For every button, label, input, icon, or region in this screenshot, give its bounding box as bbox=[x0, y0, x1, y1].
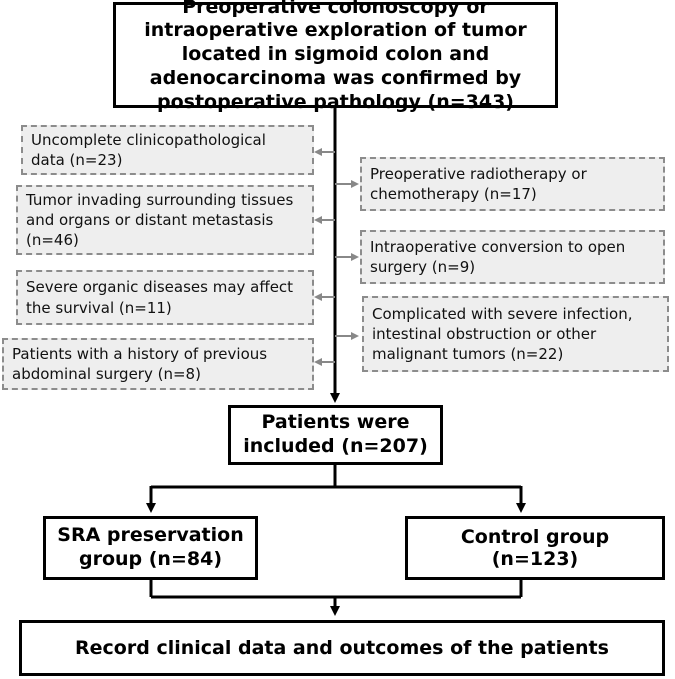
exclusion-box-left-2: Tumor invading surrounding tissues and o… bbox=[16, 185, 314, 255]
exclusion-box-right-1: Preoperative radiotherapy or chemotherap… bbox=[360, 157, 665, 211]
sra-group-text: SRA preservation group (n=84) bbox=[57, 524, 244, 570]
record-box: Record clinical data and outcomes of the… bbox=[19, 620, 665, 676]
exclusion-box-left-1: Uncomplete clinicopathological data (n=2… bbox=[21, 125, 314, 175]
initial-cohort-text: Preoperative colonoscopy or intraoperati… bbox=[144, 0, 527, 113]
record-text: Record clinical data and outcomes of the… bbox=[75, 637, 609, 659]
initial-cohort-box: Preoperative colonoscopy or intraoperati… bbox=[113, 0, 558, 113]
sra-group-box: SRA preservation group (n=84) bbox=[43, 516, 258, 580]
exclusion-text-right-2: Intraoperative conversion to open surger… bbox=[370, 237, 626, 276]
exclusion-box-right-3: Complicated with severe infection, intes… bbox=[362, 296, 669, 372]
exclusion-text-left-3: Severe organic diseases may affect the s… bbox=[26, 278, 294, 317]
included-text: Patients were included (n=207) bbox=[243, 411, 428, 457]
exclusion-text-left-2: Tumor invading surrounding tissues and o… bbox=[26, 190, 294, 250]
exclusion-text-right-3: Complicated with severe infection, intes… bbox=[372, 304, 633, 364]
exclusion-text-left-1: Uncomplete clinicopathological data (n=2… bbox=[31, 130, 266, 169]
exclusion-box-right-2: Intraoperative conversion to open surger… bbox=[360, 230, 665, 284]
exclusion-box-left-4: Patients with a history of previous abdo… bbox=[2, 338, 314, 390]
control-group-box: Control group (n=123) bbox=[405, 516, 665, 580]
exclusion-text-right-1: Preoperative radiotherapy or chemotherap… bbox=[370, 164, 587, 203]
control-group-text: Control group (n=123) bbox=[460, 526, 610, 570]
exclusion-text-left-4: Patients with a history of previous abdo… bbox=[12, 344, 268, 383]
included-box: Patients were included (n=207) bbox=[228, 405, 443, 465]
exclusion-box-left-3: Severe organic diseases may affect the s… bbox=[16, 270, 314, 325]
